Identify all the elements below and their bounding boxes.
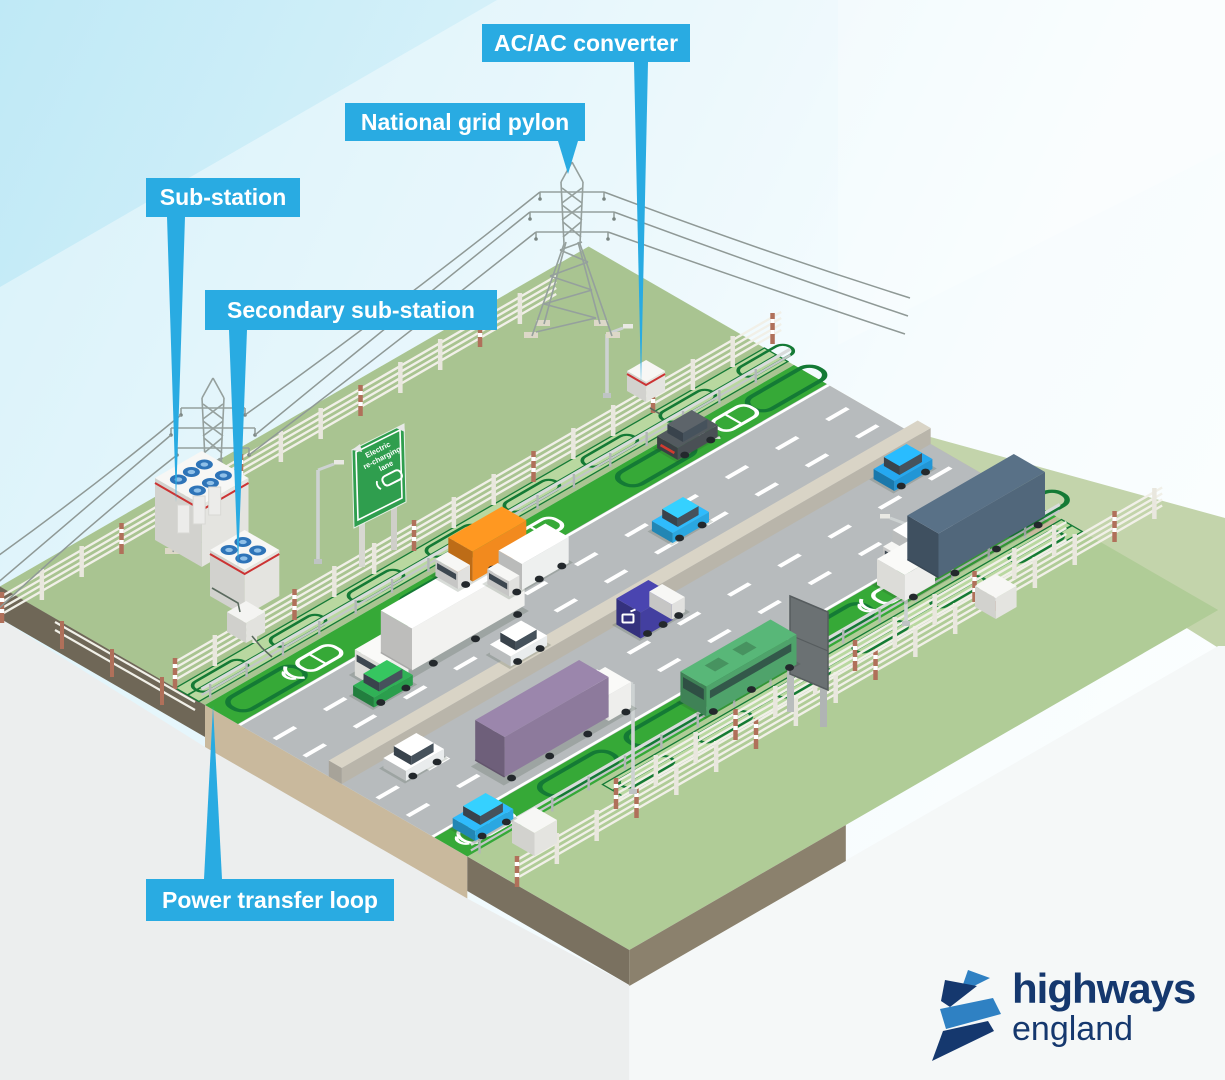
leader-substation [167, 217, 185, 502]
soil-layer [0, 586, 205, 737]
callout-power-transfer-loop: Power transfer loop [146, 879, 394, 921]
leader-secondary-substation [229, 330, 247, 566]
callout-national-grid-pylon: National grid pylon [345, 103, 585, 141]
lamppost [314, 460, 344, 564]
callout-substation: Sub-station [146, 178, 300, 217]
leader-power-transfer-loop [204, 706, 222, 879]
converter-cabinet-right [975, 574, 1017, 619]
soil-layer-corner [629, 825, 846, 986]
national-grid-pylon [524, 161, 620, 338]
near-embankment [467, 516, 1219, 950]
green-bus [676, 619, 801, 719]
ev-charging-marking-icon [281, 644, 344, 680]
leader-national-grid-pylon [558, 141, 578, 174]
fence-slope [54, 621, 196, 711]
block-face-left [0, 618, 630, 1080]
leader-ac-converter [634, 62, 648, 384]
highways-england-logo: highways england [930, 965, 1196, 1063]
green-car [348, 660, 418, 710]
ac-ac-converter-cabinet [626, 360, 666, 402]
logo-word-england: england [1012, 1010, 1134, 1048]
soil-layer-near [467, 856, 630, 985]
fence [172, 310, 782, 689]
callout-ac-converter: AC/AC converter [482, 24, 690, 62]
delivery-van [612, 580, 690, 641]
white-car-near [379, 733, 449, 784]
logo-word-highways: highways [1012, 965, 1196, 1012]
converter-cabinet-near [512, 807, 557, 856]
power-cable [251, 635, 273, 658]
road-foundation-layer [205, 705, 468, 899]
white-box-truck [482, 523, 573, 600]
block-face-right [629, 646, 1225, 1080]
blue-car-ev [448, 793, 518, 844]
basket-icon [621, 613, 635, 624]
distribution-cabinet [227, 601, 266, 643]
purple-lorry [470, 660, 638, 786]
power-cable [649, 407, 661, 415]
callout-secondary-substation: Secondary sub-station [205, 290, 497, 330]
blue-hatchback [647, 497, 714, 546]
power-transfer-loop [225, 664, 308, 713]
callout-leader-lines [167, 62, 648, 879]
power-lines [0, 191, 911, 609]
white-car-far [485, 620, 552, 669]
vehicles [348, 410, 1050, 844]
slate-blue-lorry [871, 454, 1050, 605]
dark-mpv [652, 410, 722, 463]
teal-car [869, 444, 937, 494]
highways-england-logo-mark [932, 970, 1001, 1061]
power-cable [211, 587, 241, 613]
